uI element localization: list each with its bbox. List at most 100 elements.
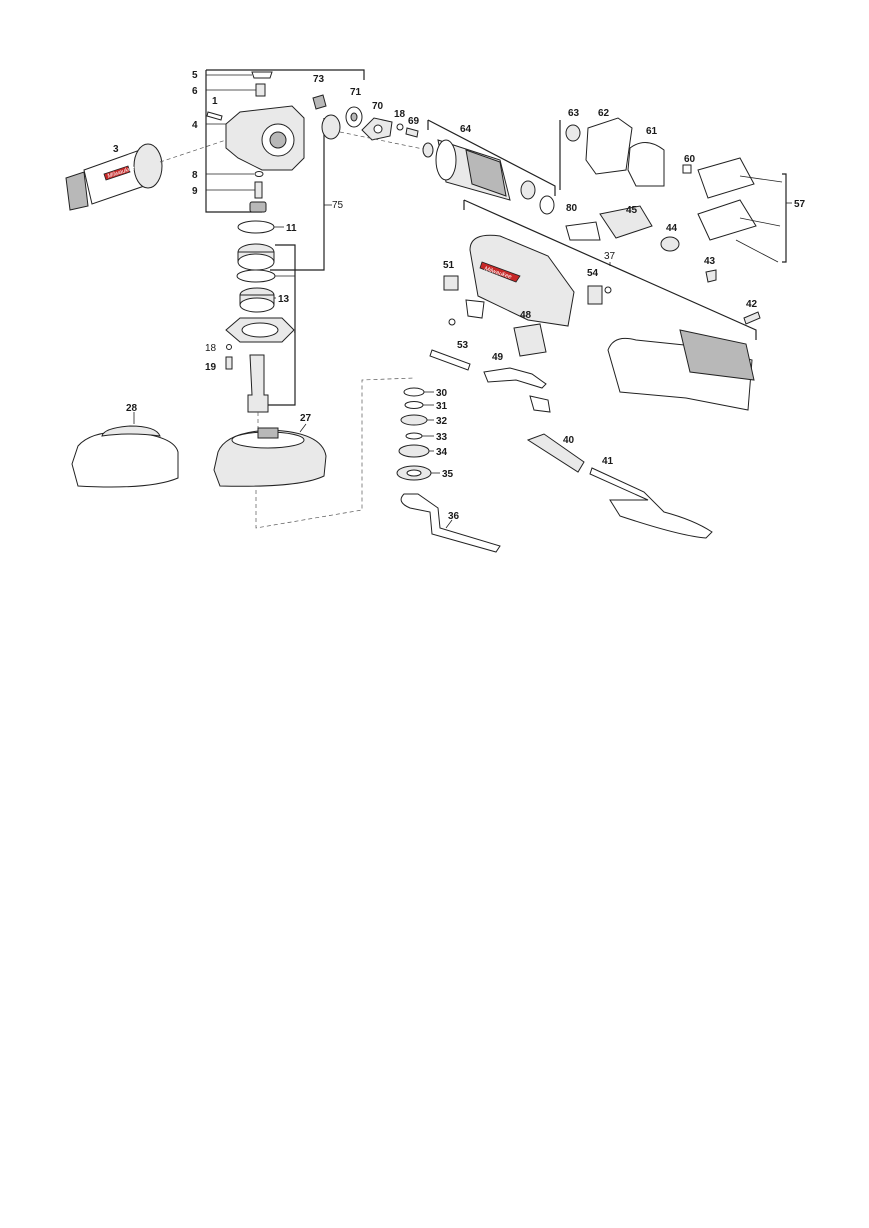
label-8: 8 (192, 170, 198, 181)
part-57-brush-holder-top (697, 157, 755, 199)
part-11-oring (237, 220, 275, 234)
label-5: 5 (192, 70, 198, 81)
part-37-motor-housing (463, 199, 757, 411)
label-51: 51 (443, 260, 455, 271)
part-80-label (565, 221, 601, 241)
label-80: 80 (566, 203, 578, 214)
label-57: 57 (794, 199, 806, 210)
label-18-upper: 18 (394, 109, 406, 120)
switch-parts-group (565, 205, 761, 325)
part-5-lock-button (251, 71, 273, 79)
part-28-guard (71, 425, 179, 488)
label-70: 70 (372, 101, 384, 112)
part-60-clip (682, 164, 692, 174)
part-36-spanner (400, 493, 501, 553)
part-53-bar (429, 349, 471, 371)
label-42: 42 (746, 299, 758, 310)
part-18-washer (226, 344, 232, 350)
part-40-cord-protector (526, 433, 585, 473)
part-8-ring (254, 171, 264, 177)
gear-head-group (65, 69, 415, 529)
label-62: 62 (598, 108, 610, 119)
label-18-lower: 18 (205, 343, 217, 354)
part-51-brush (443, 275, 459, 291)
part-49-lever (483, 367, 547, 389)
part-48-module (513, 323, 547, 357)
part-45-switch (599, 205, 653, 239)
label-73: 73 (313, 74, 325, 85)
label-4: 4 (192, 120, 198, 131)
label-6: 6 (192, 86, 198, 97)
label-53: 53 (457, 340, 469, 351)
bracket-75 (270, 118, 325, 271)
label-69: 69 (408, 116, 420, 127)
label-27: 27 (300, 413, 312, 424)
label-40: 40 (563, 435, 575, 446)
label-60: 60 (684, 154, 696, 165)
label-32: 32 (436, 416, 448, 427)
label-34: 34 (436, 447, 448, 458)
part-6-spring (255, 83, 266, 97)
label-48: 48 (520, 310, 532, 321)
part-75-bearing (321, 114, 341, 140)
label-63: 63 (568, 108, 580, 119)
label-9: 9 (192, 186, 198, 197)
part-34-flange (398, 444, 430, 458)
part-43-screw (705, 269, 717, 283)
label-71: 71 (350, 87, 362, 98)
part-42-screw (743, 311, 761, 325)
part-69-screw (405, 127, 419, 138)
label-11: 11 (286, 223, 297, 234)
part-63-bearing (565, 124, 581, 142)
part-44-nut (660, 236, 680, 252)
bracket-top (206, 69, 365, 80)
flange-stack-group (396, 387, 501, 553)
label-13: 13 (278, 294, 290, 305)
label-28: 28 (126, 403, 138, 414)
label-45: 45 (626, 205, 638, 216)
bracket-left (205, 70, 262, 213)
part-57-brush-holder-bottom (697, 199, 757, 241)
part-9-pin (254, 181, 263, 199)
callout-labels: 5 6 1 4 3 8 9 11 13 18 19 28 27 73 71 75… (113, 70, 806, 522)
part-3-side-handle (65, 139, 227, 211)
label-75: 75 (332, 200, 344, 211)
label-64: 64 (460, 124, 472, 135)
part-33-ring (405, 432, 423, 440)
part-61-field (627, 142, 665, 187)
part-27-guard (213, 427, 327, 487)
label-37: 37 (604, 251, 616, 262)
part-spindle (247, 354, 269, 413)
label-44: 44 (666, 223, 678, 234)
top-middle-group (312, 94, 429, 151)
part-41-cord (589, 467, 713, 539)
label-43: 43 (704, 256, 716, 267)
label-1: 1 (212, 96, 218, 107)
label-30: 30 (436, 388, 448, 399)
label-35: 35 (442, 469, 454, 480)
label-36: 36 (448, 511, 460, 522)
label-33: 33 (436, 432, 448, 443)
part-1-screw (206, 111, 223, 121)
electrical-group (429, 275, 612, 413)
part-73-bushing (312, 94, 327, 110)
bracket-lower (262, 244, 296, 406)
part-64-armature (422, 119, 556, 215)
part-54-brush-holder (587, 285, 603, 305)
part-19-screw (225, 356, 233, 370)
part-30-washer (403, 387, 425, 397)
label-54: 54 (587, 268, 599, 279)
cord-group (526, 433, 713, 539)
label-41: 41 (602, 456, 614, 467)
label-19: 19 (205, 362, 217, 373)
label-61: 61 (646, 126, 658, 137)
label-3: 3 (113, 144, 119, 155)
part-32-flange (400, 414, 428, 426)
part-62-baffle (585, 117, 633, 175)
part-31-ring (404, 401, 424, 409)
part-18-washer-top (396, 123, 404, 131)
rear-parts-group (559, 117, 792, 263)
label-31: 31 (436, 401, 448, 412)
label-49: 49 (492, 352, 504, 363)
